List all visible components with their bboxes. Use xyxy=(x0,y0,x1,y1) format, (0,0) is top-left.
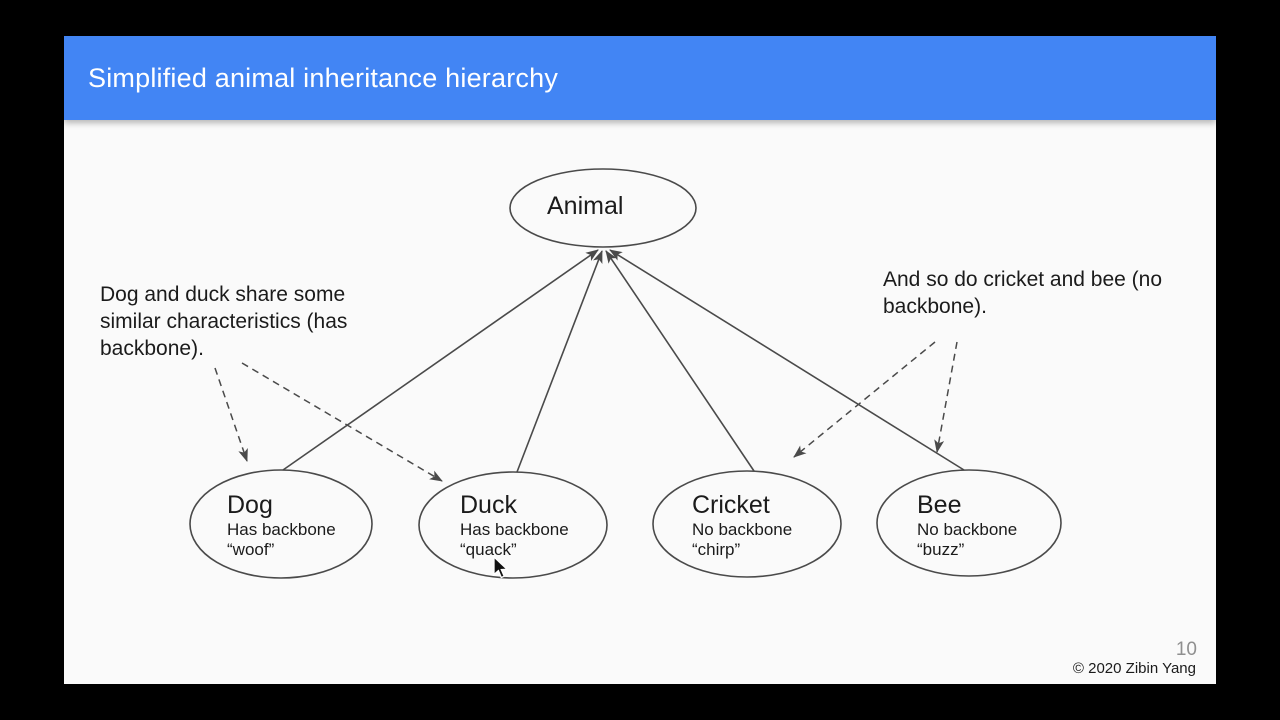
copyright-text: © 2020 Zibin Yang xyxy=(1072,660,1196,677)
node-bee-trait: No backbone xyxy=(917,520,1018,539)
edge-right-note-to-bee xyxy=(934,341,958,453)
left-annotation-line-1: Dog and duck share some xyxy=(100,283,346,306)
node-cricket-name: Cricket xyxy=(692,491,770,519)
node-duck-name: Duck xyxy=(460,491,517,519)
node-bee-label: Bee No backbone “buzz” xyxy=(917,491,1017,560)
node-dog-label: Dog Has backbone “woof” xyxy=(227,491,336,560)
left-annotation-line-3: backbone). xyxy=(100,337,204,360)
page-number: 10 xyxy=(1175,639,1197,660)
mouse-cursor-icon xyxy=(493,556,509,579)
edge-bee-to-animal xyxy=(609,249,965,471)
edge-cricket-to-animal xyxy=(605,250,755,472)
node-cricket-sound: “chirp” xyxy=(692,540,741,559)
right-annotation-line-2: backbone). xyxy=(883,295,987,318)
right-annotation: And so do cricket and bee (no backbone). xyxy=(883,266,1162,320)
dog-node-ellipse xyxy=(189,469,373,579)
animal-node-ellipse xyxy=(509,168,697,248)
edge-duck-to-animal xyxy=(516,250,603,473)
cricket-node-ellipse xyxy=(652,470,842,578)
node-cricket-trait: No backbone xyxy=(692,520,793,539)
node-dog-sound: “woof” xyxy=(227,540,275,559)
slide-title: Simplified animal inheritance hierarchy xyxy=(88,62,559,93)
node-duck-trait: Has backbone xyxy=(460,520,569,539)
node-dog-trait: Has backbone xyxy=(227,520,336,539)
edge-left-note-to-duck xyxy=(241,362,443,482)
edge-right-note-to-cricket xyxy=(793,341,936,458)
node-duck-label: Duck Has backbone “quack” xyxy=(460,491,569,560)
node-bee-name: Bee xyxy=(917,491,962,519)
node-animal-label: Animal xyxy=(547,192,623,221)
left-annotation-line-2: similar characteristics (has xyxy=(100,310,348,333)
right-annotation-line-1: And so do cricket and bee (no xyxy=(883,268,1163,291)
node-duck-sound: “quack” xyxy=(460,540,517,559)
bee-node-ellipse xyxy=(876,469,1062,577)
slide-header: Simplified animal inheritance hierarchy xyxy=(64,36,1216,120)
duck-node-ellipse xyxy=(418,471,608,579)
node-animal-name: Animal xyxy=(547,192,624,220)
slide-content: Animal Dog Has backbone “woof” Duck Has … xyxy=(64,120,1216,684)
node-dog-name: Dog xyxy=(227,491,273,519)
node-bee-sound: “buzz” xyxy=(917,540,965,559)
node-cricket-label: Cricket No backbone “chirp” xyxy=(692,491,792,560)
edge-left-note-to-dog xyxy=(214,367,248,462)
hierarchy-diagram xyxy=(189,168,1062,579)
left-annotation: Dog and duck share some similar characte… xyxy=(100,281,347,362)
slide: Simplified animal inheritance hierarchy xyxy=(64,36,1216,684)
edge-dog-to-animal xyxy=(282,249,599,471)
